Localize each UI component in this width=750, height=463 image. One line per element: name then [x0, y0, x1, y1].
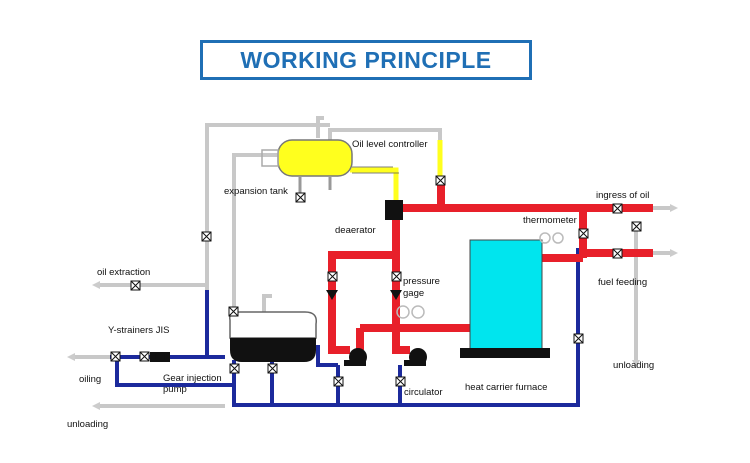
valve-icon [229, 363, 240, 374]
label-gage: gage [403, 288, 424, 299]
label-pressure: pressure [403, 276, 440, 287]
pressure-gage-icons [326, 290, 402, 300]
label-oil-level-controller: Oil level controller [352, 139, 428, 150]
red-left-loop [328, 251, 396, 354]
valve-icon [228, 306, 239, 317]
blue-lower-tank-return [316, 345, 338, 367]
label-unloading-bottom: unloading [67, 419, 108, 430]
label-gear-injection: Gear injection [163, 373, 222, 384]
label-expansion-tank: expansion tank [224, 186, 288, 197]
valve-icon [110, 351, 121, 362]
valves [110, 175, 642, 387]
circulator-pump-left [344, 348, 367, 366]
valve-icon [578, 228, 589, 239]
diagram-title: WORKING PRINCIPLE [240, 46, 492, 73]
valve-icon [612, 248, 623, 259]
vent-lines [75, 116, 670, 408]
blue-pipes [110, 248, 580, 407]
vent-stub-tank [316, 116, 324, 138]
label-oiling: oiling [79, 374, 101, 385]
arrow-icon [92, 281, 100, 289]
arrow-icon [92, 402, 100, 410]
deaerator-block [385, 200, 403, 220]
valve-icon [201, 231, 212, 242]
valve-icon [573, 333, 584, 344]
valve-icon [435, 175, 446, 186]
expansion-tank [261, 139, 353, 200]
label-ingress-of-oil: ingress of oil [596, 190, 649, 201]
arrow-icon [670, 249, 678, 257]
circulator-pump-right [404, 348, 427, 366]
gear-injection-pump [150, 352, 170, 362]
yellow-tank-link-outline [352, 166, 399, 174]
label-y-strainers: Y-strainers JIS [108, 325, 169, 336]
label-oil-extraction: oil extraction [97, 267, 150, 278]
valve-icon [267, 363, 278, 374]
label-fuel-feeding: fuel feeding [598, 277, 647, 288]
storage-tank [228, 311, 318, 362]
title-box: WORKING PRINCIPLE [200, 40, 532, 80]
vent-stub-lower-tank [262, 294, 272, 312]
arrow-icon [670, 204, 678, 212]
valve-icon [295, 192, 306, 203]
vent-line-top [328, 128, 442, 148]
valve-icon [139, 351, 150, 362]
inlet-arrows [67, 204, 678, 410]
valve-icon [130, 280, 141, 291]
gauge-circles [396, 232, 564, 319]
valve-icon [391, 271, 402, 282]
heat-carrier-furnace [460, 239, 550, 358]
label-heat-carrier-furnace: heat carrier furnace [465, 382, 547, 393]
label-deaerator: deaerator [335, 225, 376, 236]
labels: Oil level controller expansion tank deae… [67, 139, 654, 430]
label-unloading-right: unloading [613, 360, 654, 371]
valve-icon [631, 221, 642, 232]
valve-icon [333, 376, 344, 387]
valve-icon [395, 376, 406, 387]
yellow-tank-link [350, 167, 399, 200]
valve-icon [327, 271, 338, 282]
arrow-icon [632, 360, 640, 368]
label-thermometer: thermometer [523, 215, 577, 226]
arrow-icon [67, 353, 75, 361]
label-circulator: circulator [404, 387, 443, 398]
vent-line-inner [232, 153, 280, 320]
valve-icon [612, 203, 623, 214]
label-pump: pump [163, 384, 187, 395]
